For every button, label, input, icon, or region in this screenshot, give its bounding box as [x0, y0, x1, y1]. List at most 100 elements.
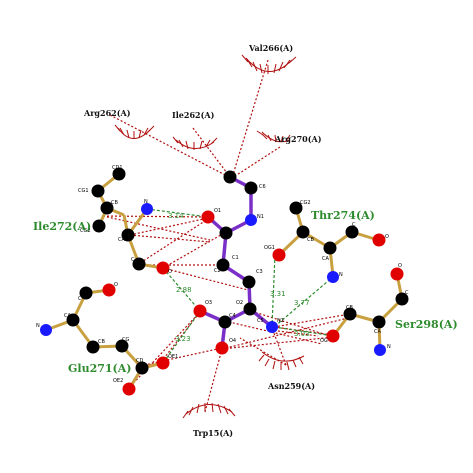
residue-label-trp15: Trp15(A)	[193, 428, 233, 438]
atom-oxygen	[390, 267, 404, 281]
hydrogen-bond-lines	[146, 208, 335, 364]
atom-label: C5	[257, 318, 264, 324]
atom-label: N2	[277, 318, 284, 324]
atom-carbon	[100, 201, 114, 215]
atom-label: C3	[256, 269, 263, 275]
distance-label: 3.03	[294, 330, 310, 338]
atom-oxygen	[193, 304, 207, 318]
atom-carbon	[121, 228, 135, 242]
atom-carbon	[372, 315, 386, 329]
atom-label: CB	[111, 200, 118, 206]
atom-label: OE1	[168, 354, 178, 360]
distance-label: 3.14	[168, 212, 184, 220]
residue-labels: Val266(A) Arg262(A) Ile262(A) Arg270(A) …	[33, 43, 458, 438]
atom-carbon	[79, 286, 93, 300]
distance-label: 2.88	[176, 286, 192, 294]
atom-carbon	[345, 225, 359, 239]
atom-carbon	[243, 302, 257, 316]
atom-carbon	[289, 201, 303, 215]
eyelash-arg262	[114, 124, 155, 139]
atom-label: C	[78, 296, 82, 302]
atom-label: O4	[229, 338, 236, 344]
atom-carbon	[112, 167, 126, 181]
atom-label: OG	[320, 338, 328, 344]
atom-label: CG2	[80, 228, 91, 234]
atom-label: C2	[214, 268, 221, 274]
atom-label: CG1	[78, 188, 89, 194]
atom-nitrogen	[141, 203, 153, 215]
distance-labels: 3.14 2.88 3.23 3.31 3.77 3.03	[168, 212, 310, 343]
eyelash-val266	[241, 54, 297, 74]
residue-label-glu271: Glu271(A)	[68, 362, 131, 375]
atom-carbon	[219, 226, 233, 240]
atom-oxygen	[156, 261, 170, 275]
atom-label: O	[114, 282, 118, 288]
atom-oxygen	[272, 248, 286, 262]
residue-label-thr274: Thr274(A)	[311, 209, 375, 222]
atom-label: O	[168, 269, 172, 275]
atom-oxygen	[215, 341, 229, 355]
atom-label: CG	[122, 337, 129, 343]
atom-label: CD	[136, 358, 143, 364]
atom-label: N	[36, 323, 40, 329]
atom-label: C4	[229, 313, 236, 319]
distance-label: 3.31	[270, 290, 286, 298]
atom-label: CA	[322, 256, 329, 262]
atom-label: C	[352, 222, 356, 228]
residue-label-arg262: Arg262(A)	[83, 108, 131, 118]
atom-oxygen	[102, 283, 116, 297]
atom-label: CB	[98, 339, 105, 345]
atom-label: N	[144, 199, 148, 205]
atom-oxygen	[372, 233, 386, 247]
atom-oxygen	[156, 356, 170, 370]
atom-carbon	[296, 225, 310, 239]
atom-carbon	[91, 184, 105, 198]
atom-carbon	[244, 181, 258, 195]
atom-label: O	[398, 263, 402, 269]
atom-label: N1	[257, 214, 264, 220]
residue-label-ser298: Ser298(A)	[395, 318, 458, 331]
atom-nitrogen	[327, 271, 339, 283]
atom-label: C	[131, 257, 135, 263]
atom-label: CD1	[112, 165, 123, 171]
residue-label-val266: Val266(A)	[248, 43, 293, 53]
eyelash-trp15	[182, 402, 236, 419]
atom-oxygen	[326, 329, 340, 343]
atom-carbon	[86, 340, 100, 354]
atom-label: C1	[232, 255, 239, 261]
atom-label: CA	[374, 329, 381, 335]
eyelash-arg270	[256, 130, 291, 143]
atom-label: OG1	[264, 245, 275, 251]
atom-carbon	[216, 258, 230, 272]
atom-label: C6	[259, 184, 266, 190]
atom-oxygen	[122, 382, 136, 396]
atom-carbon	[323, 241, 337, 255]
atom-carbon	[343, 307, 357, 321]
atom-carbon	[92, 219, 106, 233]
residue-label-asn259: Asn259(A)	[267, 381, 315, 391]
atom-carbon	[242, 275, 256, 289]
atom-carbon	[218, 315, 232, 329]
atom-carbon	[135, 361, 149, 375]
atom-nitrogen	[245, 214, 257, 226]
atom-label: N	[387, 344, 391, 350]
atom-oxygen	[201, 210, 215, 224]
residue-label-ile262: Ile262(A)	[172, 110, 215, 120]
atom-label: CB	[346, 305, 353, 311]
atom-label: CA	[64, 313, 71, 319]
atom-label: O3	[205, 300, 212, 306]
atom-label: OE2	[113, 378, 123, 384]
residue-label-arg270: Arg270(A)	[274, 134, 322, 144]
atom-label: CG2	[300, 200, 311, 206]
atom-labels: C6 N1 O1 C1 C2 C3 O2 O3 C4 O4 C5 N2 CD1 …	[36, 165, 409, 384]
atoms	[40, 167, 409, 396]
hydrophobic-eyelashes	[114, 54, 305, 419]
atom-nitrogen	[374, 344, 386, 356]
atom-carbon	[223, 170, 237, 184]
atom-label: CB	[307, 237, 314, 243]
atom-label: CA	[118, 237, 125, 243]
atom-carbon	[132, 257, 146, 271]
atom-carbon	[66, 313, 80, 327]
atom-carbon	[115, 339, 129, 353]
